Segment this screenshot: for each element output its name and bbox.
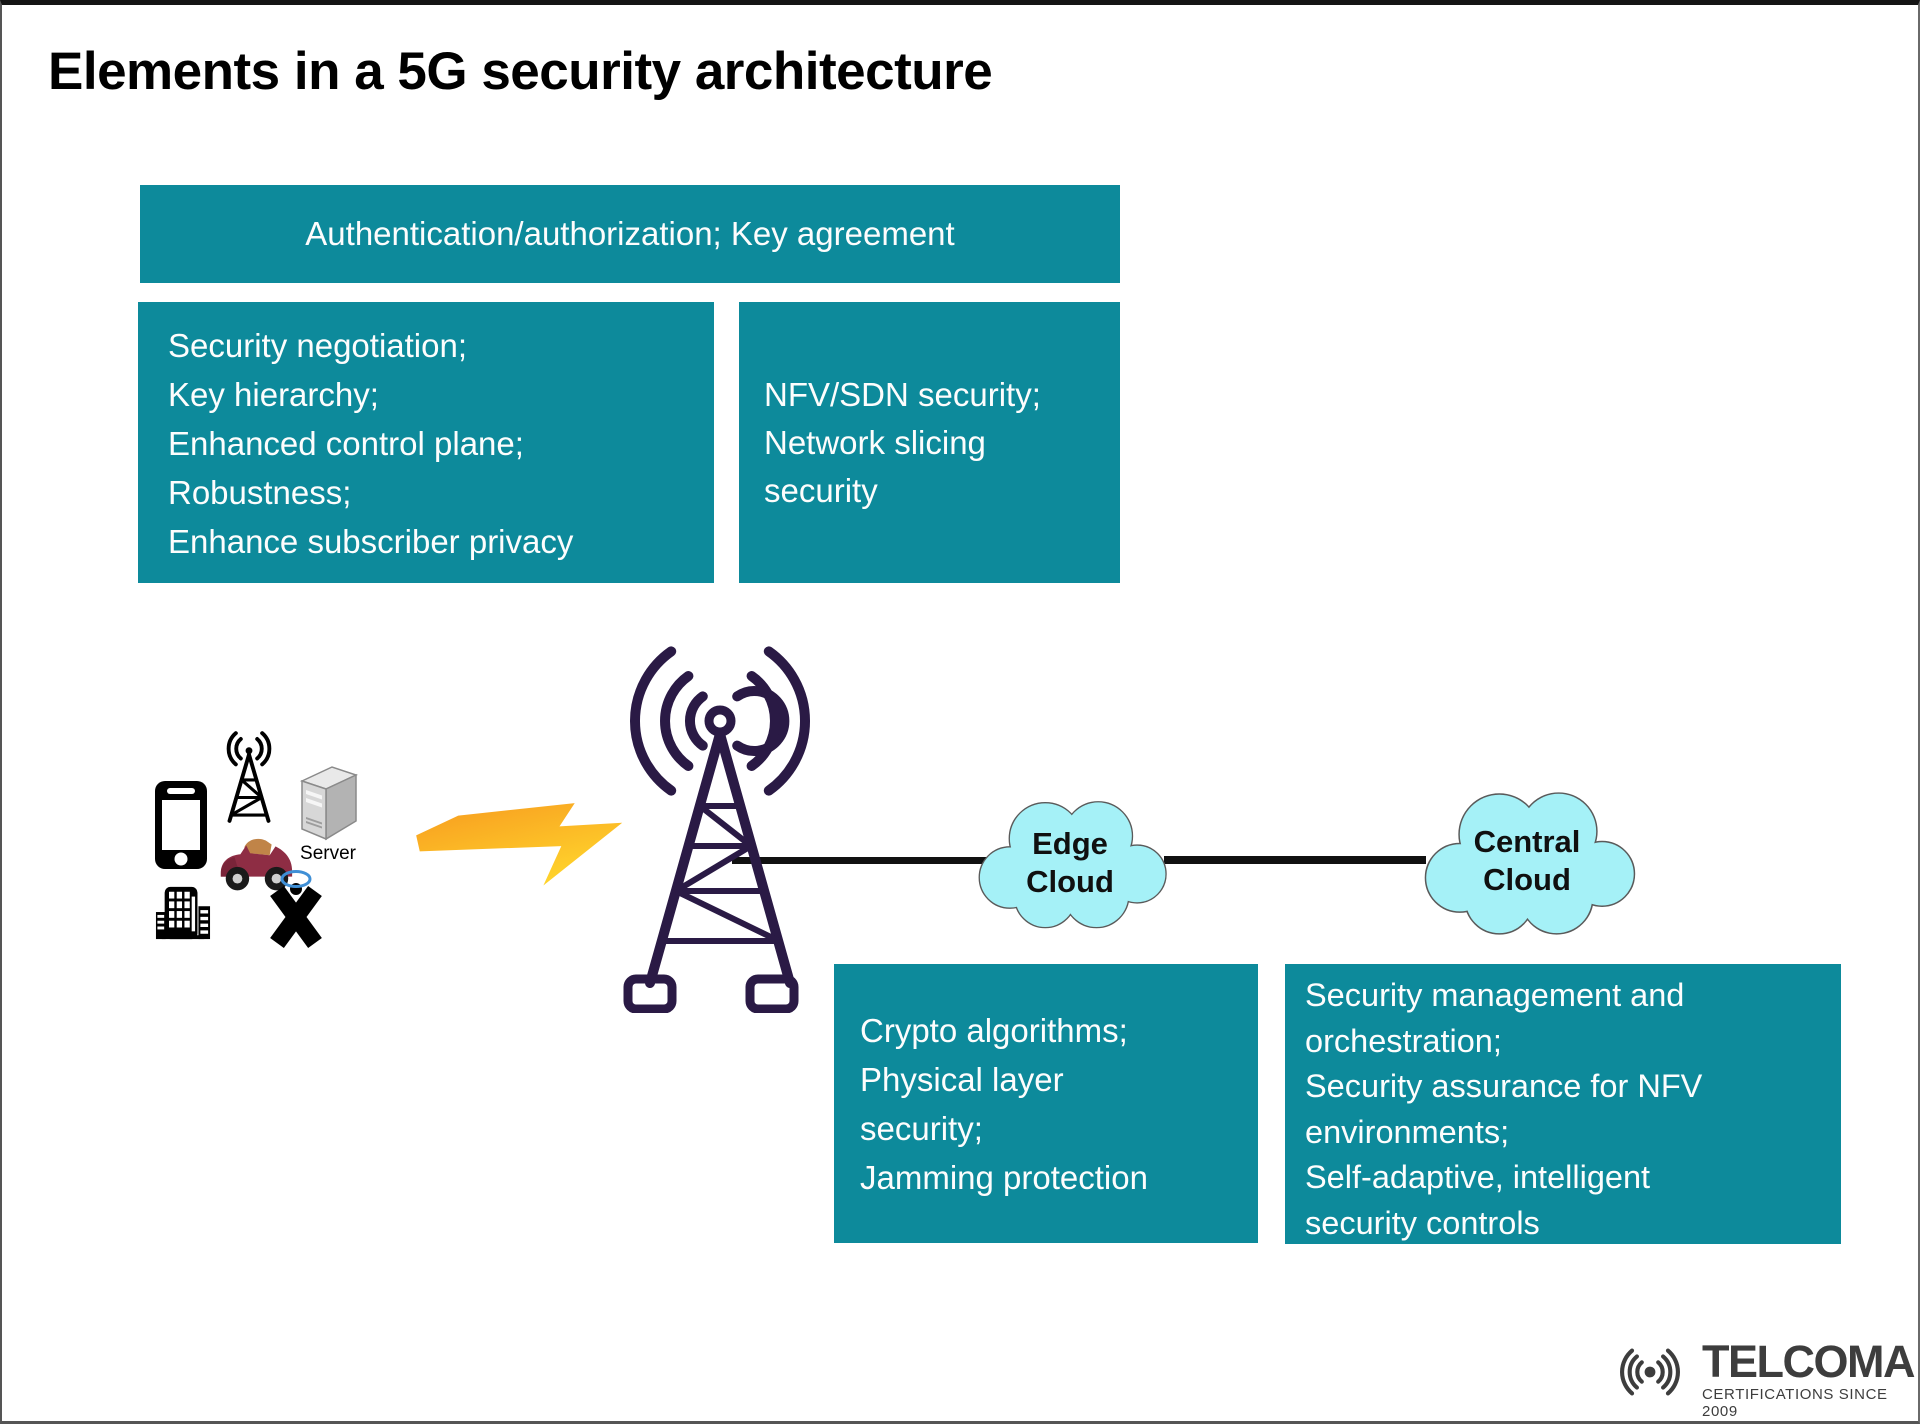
box-authentication: Authentication/authorization; Key agreem…: [140, 185, 1120, 283]
building-icon: [152, 885, 214, 941]
box-nfv-sdn-security: NFV/SDN security; Network slicing securi…: [739, 302, 1120, 583]
car-icon: [215, 831, 297, 895]
box-radio-link-text: Crypto algorithms; Physical layer securi…: [860, 1011, 1148, 1196]
box-radio-link-security: Crypto algorithms; Physical layer securi…: [834, 964, 1258, 1243]
edge-cloud-label: Edge Cloud: [1026, 825, 1114, 899]
logo-tagline-text: CERTIFICATIONS SINCE 2009: [1702, 1386, 1888, 1420]
antenna-tower-icon: [210, 731, 288, 825]
connector-edge-central-cloud: [1164, 856, 1426, 864]
box-authentication-text: Authentication/authorization; Key agreem…: [305, 215, 955, 252]
connector-tower-edge-cloud: [732, 857, 987, 864]
telcoma-logo: TELCOMA CERTIFICATIONS SINCE 2009: [1604, 1339, 1918, 1420]
logo-brand-text: TELCOMA: [1702, 1336, 1915, 1387]
cell-tower-icon: [602, 641, 838, 1013]
server-icon: [294, 763, 364, 843]
lightning-bolt-icon: [409, 783, 624, 893]
box-access-network-security: Security negotiation; Key hierarchy; Enh…: [138, 302, 714, 583]
box-nfv-sdn-text: NFV/SDN security; Network slicing securi…: [764, 375, 1041, 509]
radio-waves-logo-icon: [1604, 1339, 1696, 1405]
page-title: Elements in a 5G security architecture: [48, 42, 993, 101]
central-cloud-shape: [1407, 777, 1647, 945]
person-icon: [266, 869, 326, 949]
smartphone-icon: [154, 780, 208, 870]
central-cloud-label: Central Cloud: [1473, 824, 1581, 897]
edge-cloud-shape: [964, 780, 1176, 945]
server-label: Server: [300, 843, 356, 864]
box-security-management: Security management and orchestration; S…: [1285, 964, 1841, 1244]
